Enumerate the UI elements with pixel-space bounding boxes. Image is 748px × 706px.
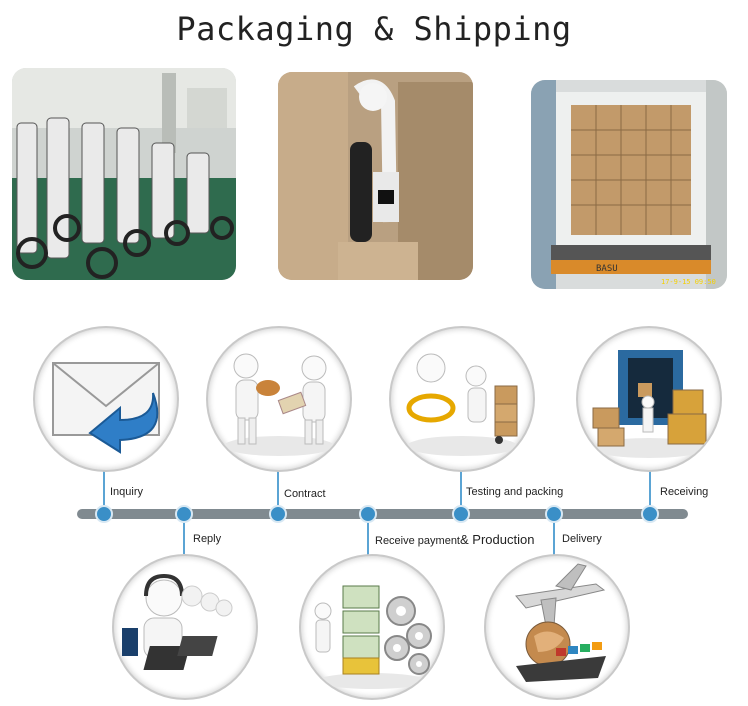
plane-ship-globe-icon xyxy=(515,563,606,682)
connector-testing xyxy=(460,466,462,510)
step-label-delivery: Delivery xyxy=(562,533,602,545)
timeline-dot-reply xyxy=(175,505,193,523)
step-label-payment-big: & Production xyxy=(460,532,535,547)
step-label-payment-small: Receive payment xyxy=(375,535,460,547)
connector-payment xyxy=(367,518,369,556)
call-center-icon xyxy=(122,573,233,670)
connector-inquiry xyxy=(103,470,105,510)
timeline-dot-delivery xyxy=(545,505,563,523)
connector-contract xyxy=(277,468,279,510)
step-label-payment: Receive payment& Production xyxy=(375,532,534,547)
testing-packing-circle xyxy=(391,328,533,470)
handshake-figures-icon xyxy=(224,353,334,456)
timeline-dot-contract xyxy=(269,505,287,523)
bike-in-box-photo xyxy=(278,72,473,280)
delivery-circle xyxy=(486,556,628,698)
container-boxes-icon xyxy=(591,350,707,458)
inquiry-circle xyxy=(35,328,177,470)
packing-figures-icon xyxy=(406,353,518,456)
step-label-reply: Reply xyxy=(193,533,222,545)
envelope-reply-icon xyxy=(52,362,160,454)
warehouse-bikes-photo xyxy=(12,68,236,280)
container-code: BASU xyxy=(596,264,618,274)
connector-delivery xyxy=(553,518,555,556)
step-label-contract: Contract xyxy=(284,488,326,500)
money-gears-icon xyxy=(314,585,432,689)
reply-circle xyxy=(114,556,256,698)
step-label-testing: Testing and packing xyxy=(466,486,564,498)
connector-reply xyxy=(183,518,185,554)
payment-production-circle xyxy=(301,556,443,698)
timeline-dot-testing xyxy=(452,505,470,523)
process-timeline xyxy=(77,509,688,519)
loaded-container-photo: BASU 17-9-15 09:50 xyxy=(531,80,727,289)
photo-timestamp: 17-9-15 09:50 xyxy=(661,278,716,286)
contract-circle xyxy=(208,328,350,470)
receiving-circle xyxy=(578,328,720,470)
step-label-receiving: Receiving xyxy=(660,486,709,498)
connector-receiving xyxy=(649,466,651,510)
timeline-dot-payment xyxy=(359,505,377,523)
timeline-dot-receiving xyxy=(641,505,659,523)
step-label-inquiry: Inquiry xyxy=(110,486,144,498)
timeline-dot-inquiry xyxy=(95,505,113,523)
page-title: Packaging & Shipping xyxy=(176,10,572,48)
